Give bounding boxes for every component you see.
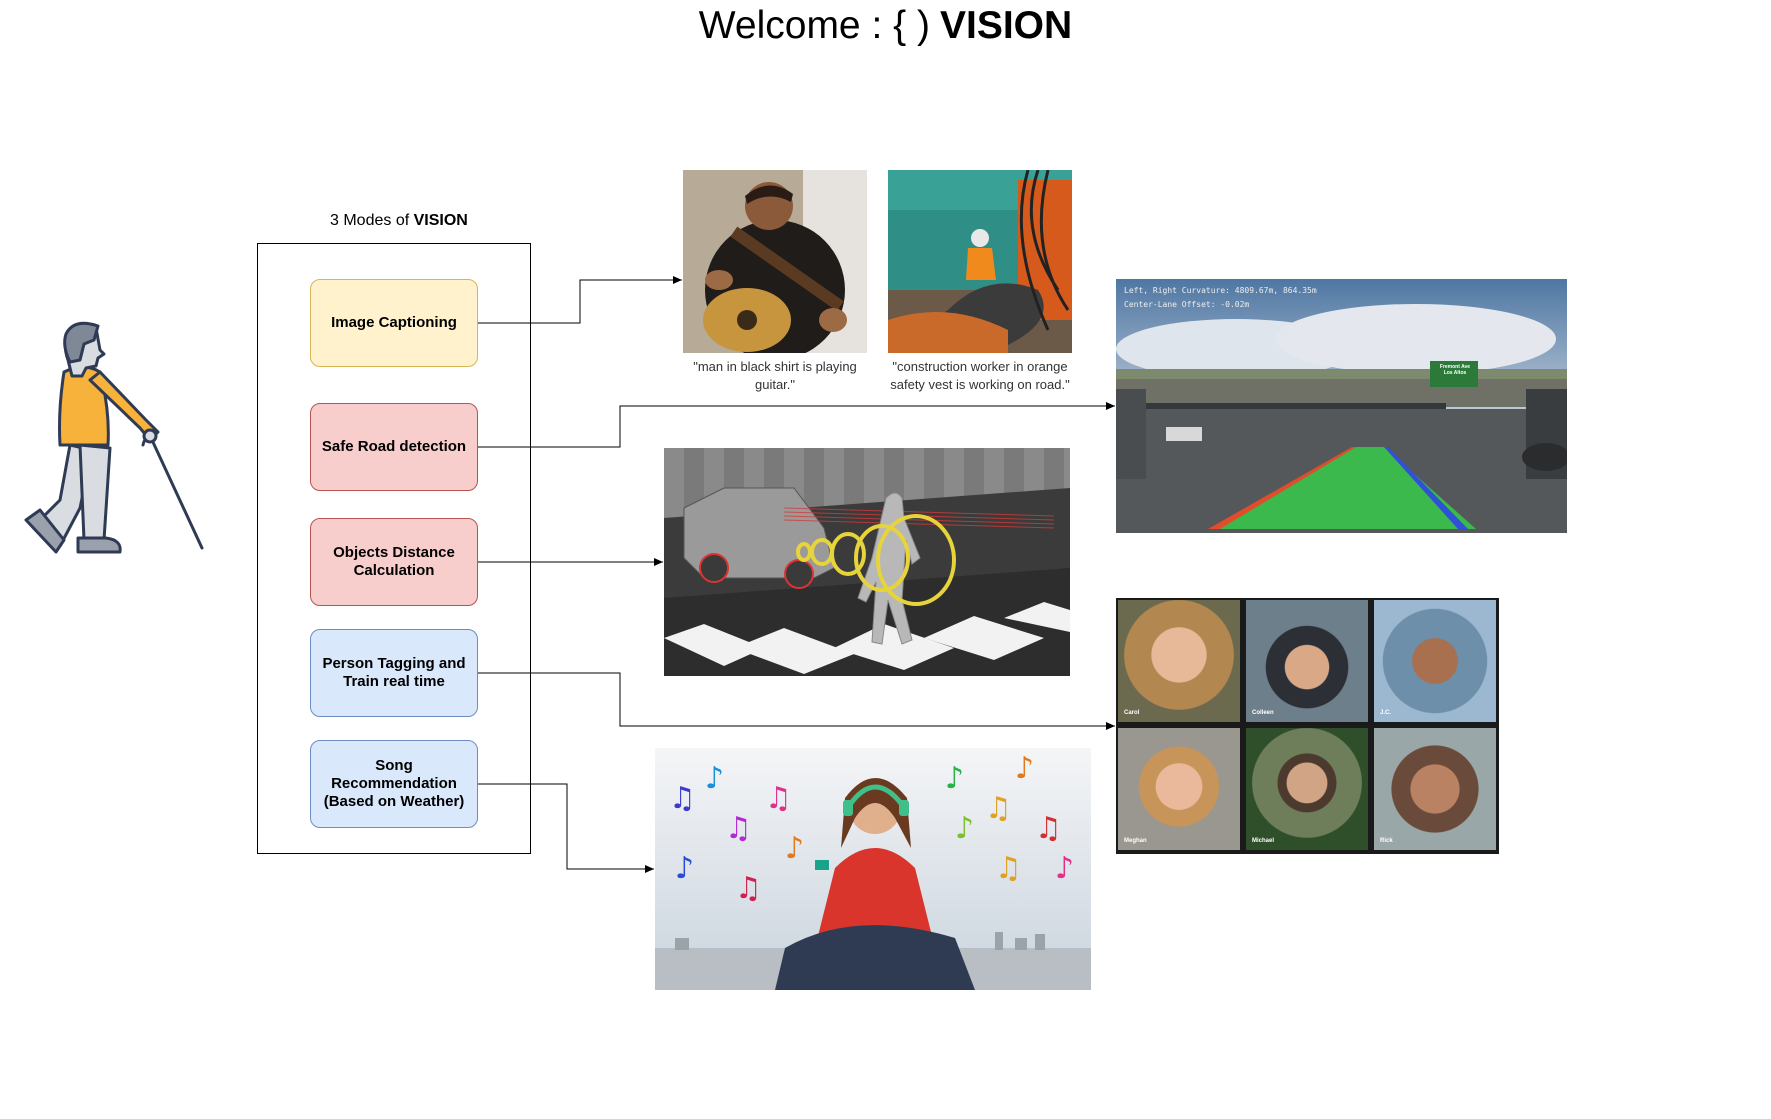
caption-guitar: "man in black shirt is playing guitar." xyxy=(693,359,857,392)
caption-worker: "construction worker in orange safety ve… xyxy=(890,359,1070,392)
svg-text:♪: ♪ xyxy=(675,851,694,886)
face-name: J.C. xyxy=(1380,710,1392,716)
face-name: Michael xyxy=(1252,838,1275,844)
svg-text:♫: ♫ xyxy=(1035,811,1062,846)
arrow-captioning xyxy=(478,276,682,324)
face-name: Meghan xyxy=(1124,838,1147,844)
modes-container xyxy=(257,243,531,854)
svg-text:♫: ♫ xyxy=(995,851,1022,886)
face-name: Rick xyxy=(1380,838,1393,844)
arrow-song xyxy=(478,783,654,873)
song-recommendation-image: ♫ ♪ ♫ ♪ ♫ ♪ ♫ ♪ ♫ ♪ ♫ ♪ ♪ ♫ xyxy=(655,748,1091,990)
mode-objects-distance[interactable]: Objects Distance Calculation xyxy=(310,518,478,606)
arrow-person-tagging xyxy=(478,672,1115,730)
face-tile: Michael xyxy=(1246,728,1368,850)
svg-text:♫: ♫ xyxy=(725,811,752,846)
svg-text:♫: ♫ xyxy=(765,781,792,816)
svg-text:♪: ♪ xyxy=(955,811,974,846)
face-name: Carol xyxy=(1124,710,1140,716)
mode-song-recommendation[interactable]: Song Recommendation (Based on Weather) xyxy=(310,740,478,828)
page-title: Welcome : { )VISION xyxy=(0,4,1771,48)
road-hud-offset: Center-Lane Offset: -0.02m xyxy=(1124,300,1250,309)
face-tile: Meghan xyxy=(1118,728,1240,850)
person-tagging-grid: Carol Colleen J.C. Meghan Michael Rick xyxy=(1116,598,1499,854)
svg-text:♫: ♫ xyxy=(985,791,1012,826)
face-tile: J.C. xyxy=(1374,600,1496,722)
title-prefix: Welcome : { ) xyxy=(698,4,930,47)
svg-text:♫: ♫ xyxy=(735,871,762,906)
road-sign-text: Fremont Ave Los Altos xyxy=(1439,364,1471,376)
guitar-photo xyxy=(683,170,867,353)
modes-caption: 3 Modes of VISION xyxy=(330,212,468,230)
mode-safe-road-detection[interactable]: Safe Road detection xyxy=(310,403,478,491)
svg-text:♪: ♪ xyxy=(945,761,964,796)
face-name: Colleen xyxy=(1252,710,1274,716)
modes-caption-prefix: 3 Modes of xyxy=(330,212,410,229)
face-tile: Colleen xyxy=(1246,600,1368,722)
title-brand: VISION xyxy=(939,4,1073,47)
road-detection-image: Left, Right Curvature: 4809.67m, 864.35m… xyxy=(1116,279,1567,533)
svg-text:♪: ♪ xyxy=(1015,751,1034,786)
svg-text:♪: ♪ xyxy=(1055,851,1074,886)
svg-text:♪: ♪ xyxy=(785,831,804,866)
mode-image-captioning[interactable]: Image Captioning xyxy=(310,279,478,367)
face-tile: Carol xyxy=(1118,600,1240,722)
road-hud-curvature: Left, Right Curvature: 4809.67m, 864.35m xyxy=(1124,286,1317,295)
svg-text:♫: ♫ xyxy=(669,781,696,816)
construction-worker-photo xyxy=(888,170,1072,353)
mode-person-tagging[interactable]: Person Tagging and Train real time xyxy=(310,629,478,717)
svg-text:♪: ♪ xyxy=(705,761,724,796)
arrow-safe-road xyxy=(478,402,1115,448)
object-distance-render xyxy=(664,448,1070,676)
face-tile: Rick xyxy=(1374,728,1496,850)
modes-caption-brand: VISION xyxy=(413,212,468,229)
